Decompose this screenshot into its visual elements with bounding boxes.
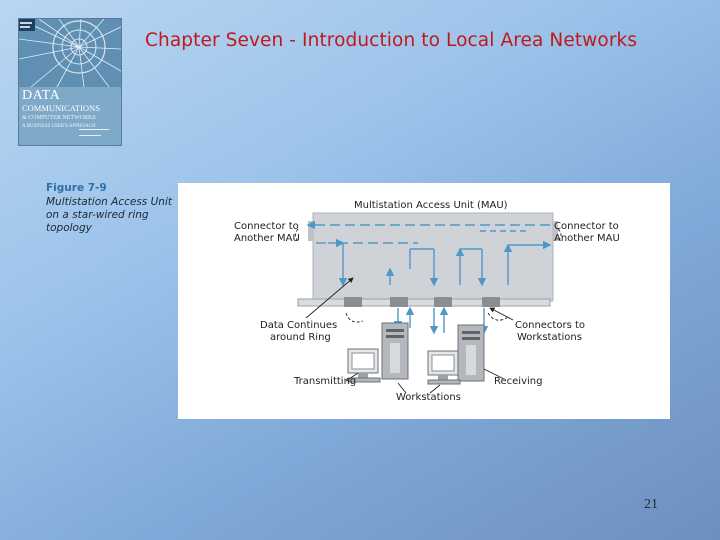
figure-caption: Figure 7-9 Multistation Access Unit on a…: [46, 182, 178, 235]
connector-curve: [487, 312, 509, 321]
mau-port: [434, 297, 452, 307]
workstations-label: Workstations: [396, 392, 461, 403]
book-cover-image: DATA COMMUNICATIONS & COMPUTER NETWORKS …: [18, 18, 122, 146]
book-author-line: [79, 135, 101, 136]
connector-left-label-1: Connector to: [234, 221, 299, 232]
ring-continue-curve: [345, 312, 364, 323]
transmitting-label: Transmitting: [294, 376, 357, 387]
mau-port: [482, 297, 500, 307]
receiving-label: Receiving: [494, 376, 543, 387]
book-cover-art: [19, 19, 121, 88]
leader-line: [397, 382, 407, 394]
connector-curve: [295, 228, 299, 242]
page-number: 21: [644, 497, 658, 512]
mau-diagram: [295, 212, 562, 394]
workstation-transmitting: [347, 322, 409, 383]
leader-line: [483, 368, 505, 380]
figure-diagram: Multistation Access Unit (MAU) Connector…: [178, 183, 670, 419]
connector-right-label-2: Another MAU: [554, 233, 620, 244]
connector-curve: [557, 228, 562, 242]
mau-box: [312, 212, 554, 302]
mau-label: Multistation Access Unit (MAU): [354, 200, 508, 211]
slide-title: Chapter Seven - Introduction to Local Ar…: [145, 30, 638, 51]
leader-line: [489, 307, 514, 321]
connector-left-label-2: Another MAU: [234, 233, 300, 244]
leader-line: [305, 277, 354, 319]
data-continues-label-2: around Ring: [270, 332, 331, 343]
mau-right-tab: [552, 221, 558, 241]
book-title-line2: COMMUNICATIONS: [22, 103, 100, 113]
figure-number: Figure 7-9: [46, 182, 107, 194]
mau-port: [344, 297, 362, 307]
connector-right-label-1: Connector to: [554, 221, 619, 232]
leader-line: [345, 372, 359, 382]
mau-rail: [297, 298, 551, 307]
connectors-to-workstations-label-1: Connectors to: [515, 320, 586, 331]
mau-port: [390, 297, 408, 307]
data-continues-label-1: Data Continues: [260, 320, 338, 331]
leader-line: [429, 384, 441, 394]
mau-left-tab: [308, 221, 314, 241]
connectors-to-workstations-label-2: Workstations: [517, 332, 582, 343]
book-author-line: [79, 129, 109, 130]
book-subtitle: A BUSINESS USER'S APPROACH: [22, 124, 96, 129]
book-title: DATA: [22, 88, 61, 103]
book-subtitle-line: & COMPUTER NETWORKS: [22, 115, 96, 121]
workstation-receiving: [427, 324, 485, 385]
figure-caption-text: Multistation Access Unit on a star-wired…: [46, 196, 172, 234]
